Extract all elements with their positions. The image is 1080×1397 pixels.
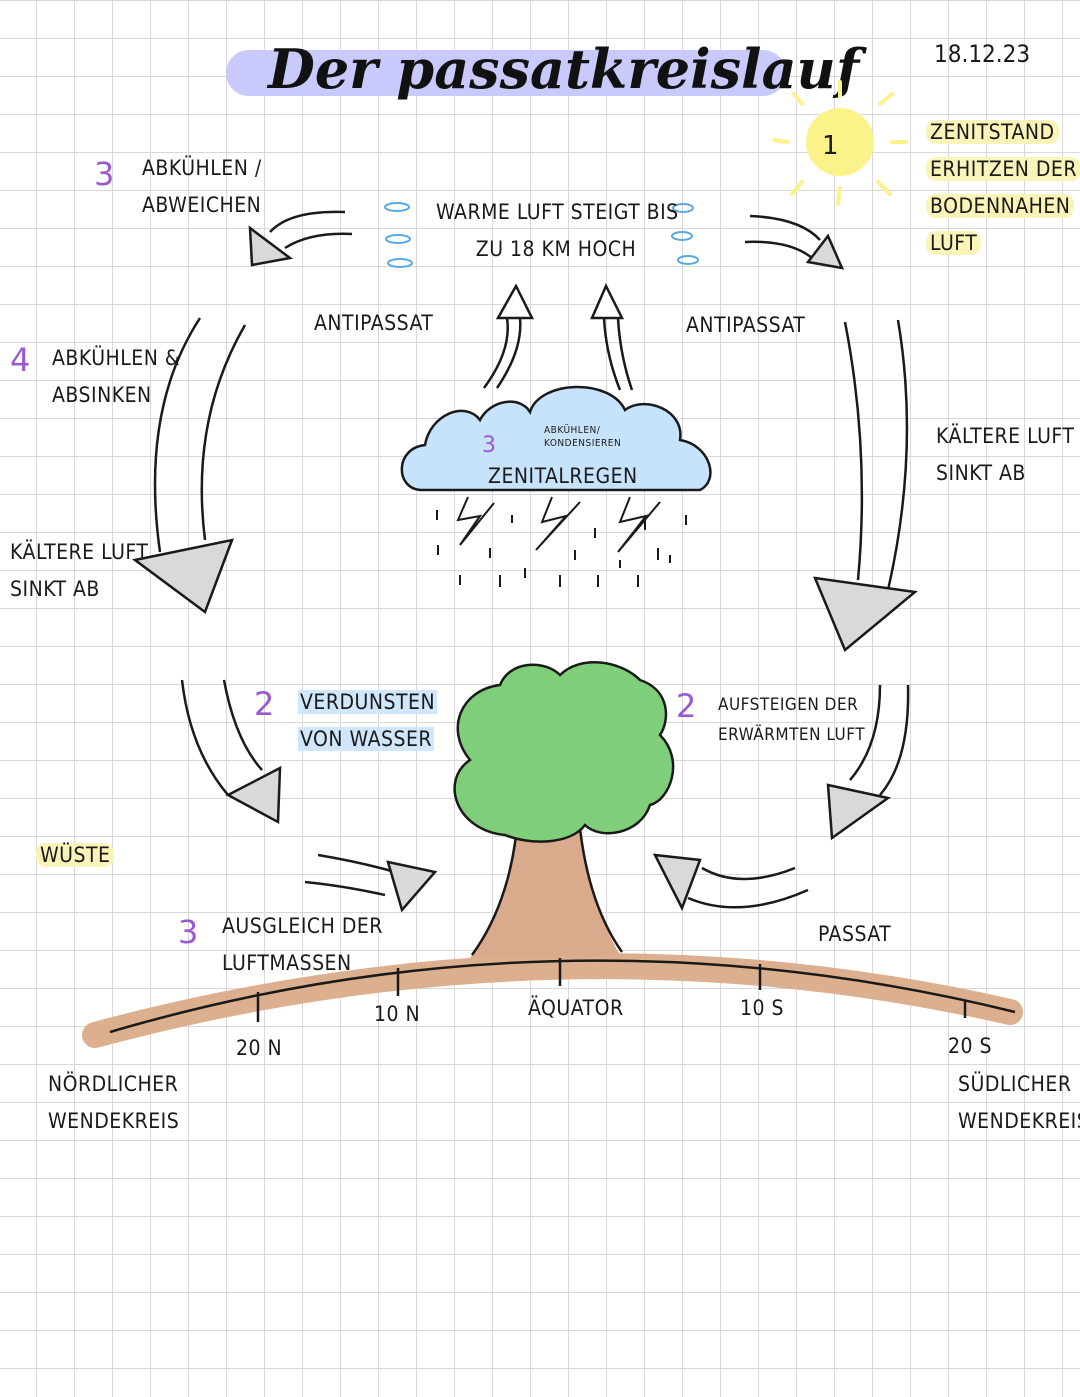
date-label: 18.12.23 xyxy=(934,40,1031,68)
sun-icon xyxy=(772,80,908,206)
step4-line-2: ABSINKEN xyxy=(52,383,152,407)
sinking-left-line-2: SINKT AB xyxy=(10,577,100,601)
cloud-small-line-1: ABKÜHLEN/ xyxy=(544,425,601,436)
sinking-left-label: KÄLTERE LUFT SINKT AB xyxy=(10,534,148,608)
tick-label-equator: ÄQUATOR xyxy=(528,996,624,1020)
passat-arrows xyxy=(180,679,910,913)
step1-line-1: ZENITSTAND xyxy=(926,120,1059,144)
step3-top-number: 3 xyxy=(94,155,115,193)
southern-tropic-line-2: WENDEKREIS xyxy=(958,1109,1080,1133)
tick-label-10n: 10 N xyxy=(374,1002,421,1026)
step1-line-3: BODENNAHEN xyxy=(926,194,1075,218)
rising-arrows xyxy=(482,283,634,391)
step2-right-number: 2 xyxy=(676,687,697,725)
desert-text: WÜSTE xyxy=(36,843,115,867)
southern-tropic-line-1: SÜDLICHER xyxy=(958,1072,1072,1096)
step3-bottom-label: AUSGLEICH DER LUFTMASSEN xyxy=(222,908,383,982)
sinking-arrows xyxy=(132,317,918,653)
title-highlight xyxy=(226,50,786,96)
step3-bottom-line-2: LUFTMASSEN xyxy=(222,951,352,975)
step3-bottom-line-1: AUSGLEICH DER xyxy=(222,914,383,938)
step1-number: 1 xyxy=(822,131,839,161)
step3-top-line-2: ABWEICHEN xyxy=(142,193,262,217)
northern-tropic-line-1: NÖRDLICHER xyxy=(48,1072,179,1096)
step2-left-number: 2 xyxy=(254,685,275,723)
step2-right-line-1: AUFSTEIGEN DER xyxy=(718,695,859,715)
antipassat-right-label: ANTIPASSAT xyxy=(686,313,806,337)
step1-label: ZENITSTAND ERHITZEN DER BODENNAHEN LUFT xyxy=(926,114,1080,262)
sinking-right-label: KÄLTERE LUFT SINKT AB xyxy=(936,418,1074,492)
sinking-right-line-2: SINKT AB xyxy=(936,461,1026,485)
desert-label: WÜSTE xyxy=(36,837,115,874)
northern-tropic-label: NÖRDLICHER WENDEKREIS xyxy=(48,1066,179,1140)
sinking-right-line-1: KÄLTERE LUFT xyxy=(936,424,1075,448)
northern-tropic-line-2: WENDEKREIS xyxy=(48,1109,180,1133)
step3-bottom-number: 3 xyxy=(178,913,199,951)
step2-left-line-1: VERDUNSTEN xyxy=(298,690,438,714)
step3-top-line-1: ABKÜHLEN / xyxy=(142,156,262,180)
antipassat-arrows xyxy=(248,210,845,270)
tree-icon xyxy=(453,661,675,958)
droplet-icons xyxy=(384,202,699,268)
rising-line-2: ZU 18 KM HOCH xyxy=(475,237,637,261)
step4-line-1: ABKÜHLEN & xyxy=(52,346,181,370)
step3-top-label: ABKÜHLEN / ABWEICHEN xyxy=(142,150,262,224)
ground-line xyxy=(82,953,1023,1048)
step2-right-line-2: ERWÄRMTEN LUFT xyxy=(718,725,866,745)
cloud-label: ZENITALREGEN xyxy=(488,464,638,488)
step2-left-label: VERDUNSTEN VON WASSER xyxy=(298,684,438,758)
step2-right-label: AUFSTEIGEN DER ERWÄRMTEN LUFT xyxy=(718,690,865,750)
step1-line-2: ERHITZEN DER xyxy=(926,157,1080,181)
step2-left-line-2: VON WASSER xyxy=(298,727,435,751)
tick-label-20s: 20 S xyxy=(948,1034,993,1058)
step4-number: 4 xyxy=(10,341,31,379)
cloud-small-line-2: KONDENSIEREN xyxy=(544,438,622,449)
rain-lightning xyxy=(436,496,687,587)
antipassat-left-label: ANTIPASSAT xyxy=(314,311,434,335)
sinking-left-line-1: KÄLTERE LUFT xyxy=(10,540,149,564)
tick-label-10s: 10 S xyxy=(740,996,785,1020)
step1-line-4: LUFT xyxy=(926,231,982,255)
rising-line-1: WARME LUFT STEIGT BIS xyxy=(436,200,679,224)
passat-label: PASSAT xyxy=(818,922,892,946)
latitude-ticks xyxy=(256,958,967,1022)
rising-air-label: WARME LUFT STEIGT BIS ZU 18 KM HOCH xyxy=(436,194,679,268)
step4-label: ABKÜHLEN & ABSINKEN xyxy=(52,340,180,414)
southern-tropic-label: SÜDLICHER WENDEKREIS xyxy=(958,1066,1080,1140)
cloud-icon xyxy=(400,385,712,492)
cloud-number: 3 xyxy=(482,433,496,458)
tick-label-20n: 20 N xyxy=(236,1036,283,1060)
page-title: Der passatkreislauf xyxy=(268,37,860,101)
cloud-small-label: ABKÜHLEN/ KONDENSIEREN xyxy=(544,424,621,450)
